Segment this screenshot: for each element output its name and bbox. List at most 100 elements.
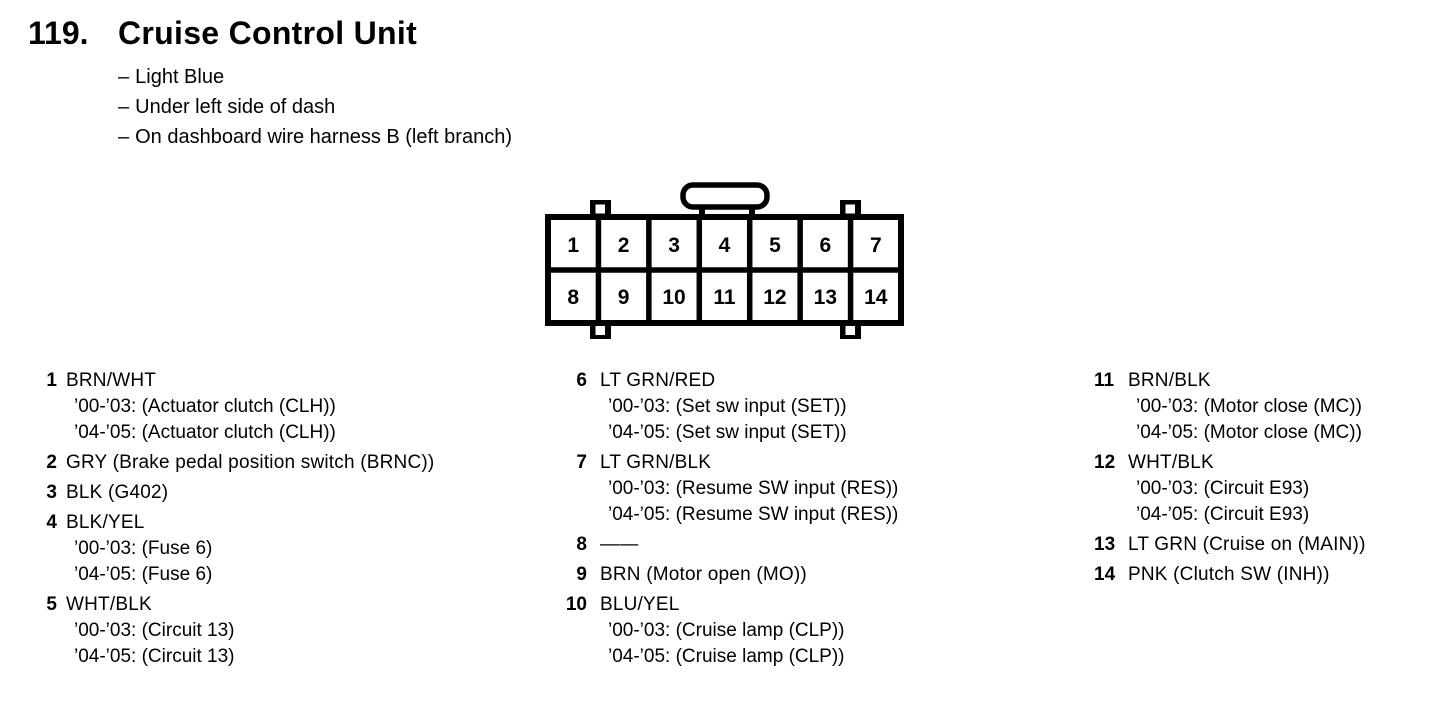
pin-year-function: ’04-’05: (Circuit E93) bbox=[1136, 504, 1310, 525]
note-line: – Light Blue bbox=[118, 62, 512, 92]
pin-year-function: ’04-’05: (Cruise lamp (CLP)) bbox=[608, 646, 845, 667]
pin-block: 4 BLK/YEL ’00-’03: (Fuse 6) ’04-’05: (Fuse … bbox=[44, 510, 544, 588]
pin-number: 14 bbox=[1094, 564, 1116, 585]
pin-year-function: ’00-’03: (Circuit 13) bbox=[74, 620, 235, 641]
pin-wire-color: BRN (Motor open (MO)) bbox=[600, 564, 807, 585]
pin-wire-color: —— bbox=[600, 534, 639, 555]
pin-number: 11 bbox=[1094, 370, 1115, 391]
connector-cavity-number: 9 bbox=[618, 286, 630, 309]
connector-latch bbox=[680, 182, 770, 222]
connector-cavity-number: 6 bbox=[820, 234, 832, 257]
pin-description: BRN/BLK’00-’03: (Motor close (MC))’04-’0… bbox=[1128, 368, 1362, 446]
pin-block: 3 BLK (G402) bbox=[44, 480, 544, 506]
pin-description: BRN (Motor open (MO)) bbox=[600, 562, 807, 588]
connector-grid bbox=[550, 219, 899, 321]
connector-row-top: 1 2 3 4 5 6 7 bbox=[567, 234, 881, 257]
pin-number: 5 bbox=[46, 594, 57, 615]
pin-number: 12 bbox=[1094, 452, 1116, 473]
pin-number: 8 bbox=[576, 534, 587, 555]
pin-legend-column-2: 6 LT GRN/RED ’00-’03: (Set sw input (SET))… bbox=[564, 368, 994, 674]
pin-block: 14 PNK (Clutch SW (INH)) bbox=[1094, 562, 1440, 588]
connector-cavity-number: 1 bbox=[567, 234, 579, 257]
pin-number: 2 bbox=[46, 452, 57, 473]
section-title: Cruise Control Unit bbox=[118, 15, 418, 51]
pin-wire-color: GRY (Brake pedal position switch (BRNC)) bbox=[66, 452, 435, 473]
connector-tab-top-right bbox=[840, 200, 861, 219]
connector-cavity-number: 10 bbox=[662, 286, 685, 309]
pin-description: GRY (Brake pedal position switch (BRNC)) bbox=[66, 450, 434, 476]
pin-block: 1 BRN/WHT ’00-’03: (Actuator clutch (CLH))… bbox=[44, 368, 544, 446]
pin-year-function: ’00-’03: (Actuator clutch (CLH)) bbox=[74, 396, 336, 417]
notes-list: – Light Blue – Under left side of dash –… bbox=[118, 62, 512, 152]
pin-block: 11 BRN/BLK’00-’03: (Motor close (MC))’04-… bbox=[1094, 368, 1440, 446]
pin-legend-column-1: 1 BRN/WHT ’00-’03: (Actuator clutch (CLH))… bbox=[44, 368, 544, 674]
connector-cavity-number: 3 bbox=[668, 234, 680, 257]
pin-block: 9 BRN (Motor open (MO)) bbox=[564, 562, 994, 588]
connector-cavity-number: 12 bbox=[763, 286, 786, 309]
pin-number: 9 bbox=[576, 564, 587, 585]
pin-year-function: ’00-’03: (Cruise lamp (CLP)) bbox=[608, 620, 845, 641]
connector-cavity-number: 2 bbox=[618, 234, 630, 257]
pin-block: 8 —— bbox=[564, 532, 994, 558]
connector-cavity-number: 5 bbox=[769, 234, 781, 257]
note-line: – Under left side of dash bbox=[118, 92, 512, 122]
pin-year-function: ’00-’03: (Set sw input (SET)) bbox=[608, 396, 847, 417]
pin-description: BLU/YEL’00-’03: (Cruise lamp (CLP))’04-’… bbox=[600, 592, 845, 670]
pin-number: 7 bbox=[576, 452, 587, 473]
pin-wire-color: BLK/YEL bbox=[66, 512, 145, 533]
note-text: On dashboard wire harness B (left branch… bbox=[135, 126, 512, 148]
connector-cavity-number: 7 bbox=[870, 234, 882, 257]
pin-year-function: ’04-’05: (Motor close (MC)) bbox=[1136, 422, 1362, 443]
section-number: 119. bbox=[28, 15, 89, 51]
pin-number: 10 bbox=[565, 594, 587, 615]
pin-wire-color: LT GRN (Cruise on (MAIN)) bbox=[1128, 534, 1366, 555]
pin-description: LT GRN (Cruise on (MAIN)) bbox=[1128, 532, 1366, 558]
pin-description: LT GRN/BLK ’00-’03: (Resume SW input (RES… bbox=[600, 450, 898, 528]
connector-cavity-number: 4 bbox=[719, 234, 731, 257]
pin-block: 7 LT GRN/BLK ’00-’03: (Resume SW input (RE… bbox=[564, 450, 994, 528]
pin-number: 4 bbox=[46, 512, 57, 533]
note-dash: – bbox=[118, 66, 130, 88]
pin-year-function: ’04-’05: (Fuse 6) bbox=[74, 564, 213, 585]
connector-tab-bottom-left bbox=[590, 321, 611, 339]
note-dash: – bbox=[118, 126, 130, 148]
connector-cavity-number: 14 bbox=[864, 286, 888, 309]
pin-wire-color: LT GRN/BLK bbox=[600, 452, 712, 473]
pin-year-function: ’04-’05: (Set sw input (SET)) bbox=[608, 422, 847, 443]
pin-wire-color: PNK (Clutch SW (INH)) bbox=[1128, 564, 1330, 585]
pin-number: 13 bbox=[1094, 534, 1116, 555]
pin-wire-color: WHT/BLK bbox=[66, 594, 152, 615]
note-line: – On dashboard wire harness B (left bran… bbox=[118, 122, 512, 152]
pin-description: BLK (G402) bbox=[66, 480, 168, 506]
pin-year-function: ’00-’03: (Circuit E93) bbox=[1136, 478, 1310, 499]
pin-block: 13 LT GRN (Cruise on (MAIN)) bbox=[1094, 532, 1440, 558]
pin-block: 6 LT GRN/RED ’00-’03: (Set sw input (SET))… bbox=[564, 368, 994, 446]
pin-wire-color: BLK (G402) bbox=[66, 482, 169, 503]
note-text: Under left side of dash bbox=[135, 96, 336, 118]
pin-description: —— bbox=[600, 532, 638, 558]
pin-description: LT GRN/RED ’00-’03: (Set sw input (SET)) ’… bbox=[600, 368, 847, 446]
pin-year-function: ’04-’05: (Actuator clutch (CLH)) bbox=[74, 422, 336, 443]
pin-wire-color: LT GRN/RED bbox=[600, 370, 716, 391]
pin-wire-color: BRN/WHT bbox=[66, 370, 157, 391]
pin-year-function: ’00-’03: (Fuse 6) bbox=[74, 538, 213, 559]
pin-year-function: ’00-’03: (Resume SW input (RES)) bbox=[608, 478, 899, 499]
pin-description: WHT/BLK ’00-’03: (Circuit E93) ’04-’05: (C… bbox=[1128, 450, 1309, 528]
pin-legend-column-3: 11 BRN/BLK’00-’03: (Motor close (MC))’04-… bbox=[1094, 368, 1440, 592]
pin-description: PNK (Clutch SW (INH)) bbox=[1128, 562, 1330, 588]
pin-block: 12 WHT/BLK ’00-’03: (Circuit E93) ’04-’05: … bbox=[1094, 450, 1440, 528]
pin-block: 2 GRY (Brake pedal position switch (BRNC)… bbox=[44, 450, 544, 476]
pin-number: 6 bbox=[576, 370, 587, 391]
note-dash: – bbox=[118, 96, 130, 118]
connector-cavity-number: 11 bbox=[713, 286, 736, 309]
pin-description: BRN/WHT ’00-’03: (Actuator clutch (CLH)) ’… bbox=[66, 368, 336, 446]
connector-tab-bottom-right bbox=[840, 321, 861, 339]
pin-number: 1 bbox=[46, 370, 57, 391]
pin-number: 3 bbox=[46, 482, 57, 503]
pin-year-function: ’04-’05: (Resume SW input (RES)) bbox=[608, 504, 899, 525]
pin-wire-color: WHT/BLK bbox=[1128, 452, 1214, 473]
connector-cavity-number: 8 bbox=[567, 286, 579, 309]
